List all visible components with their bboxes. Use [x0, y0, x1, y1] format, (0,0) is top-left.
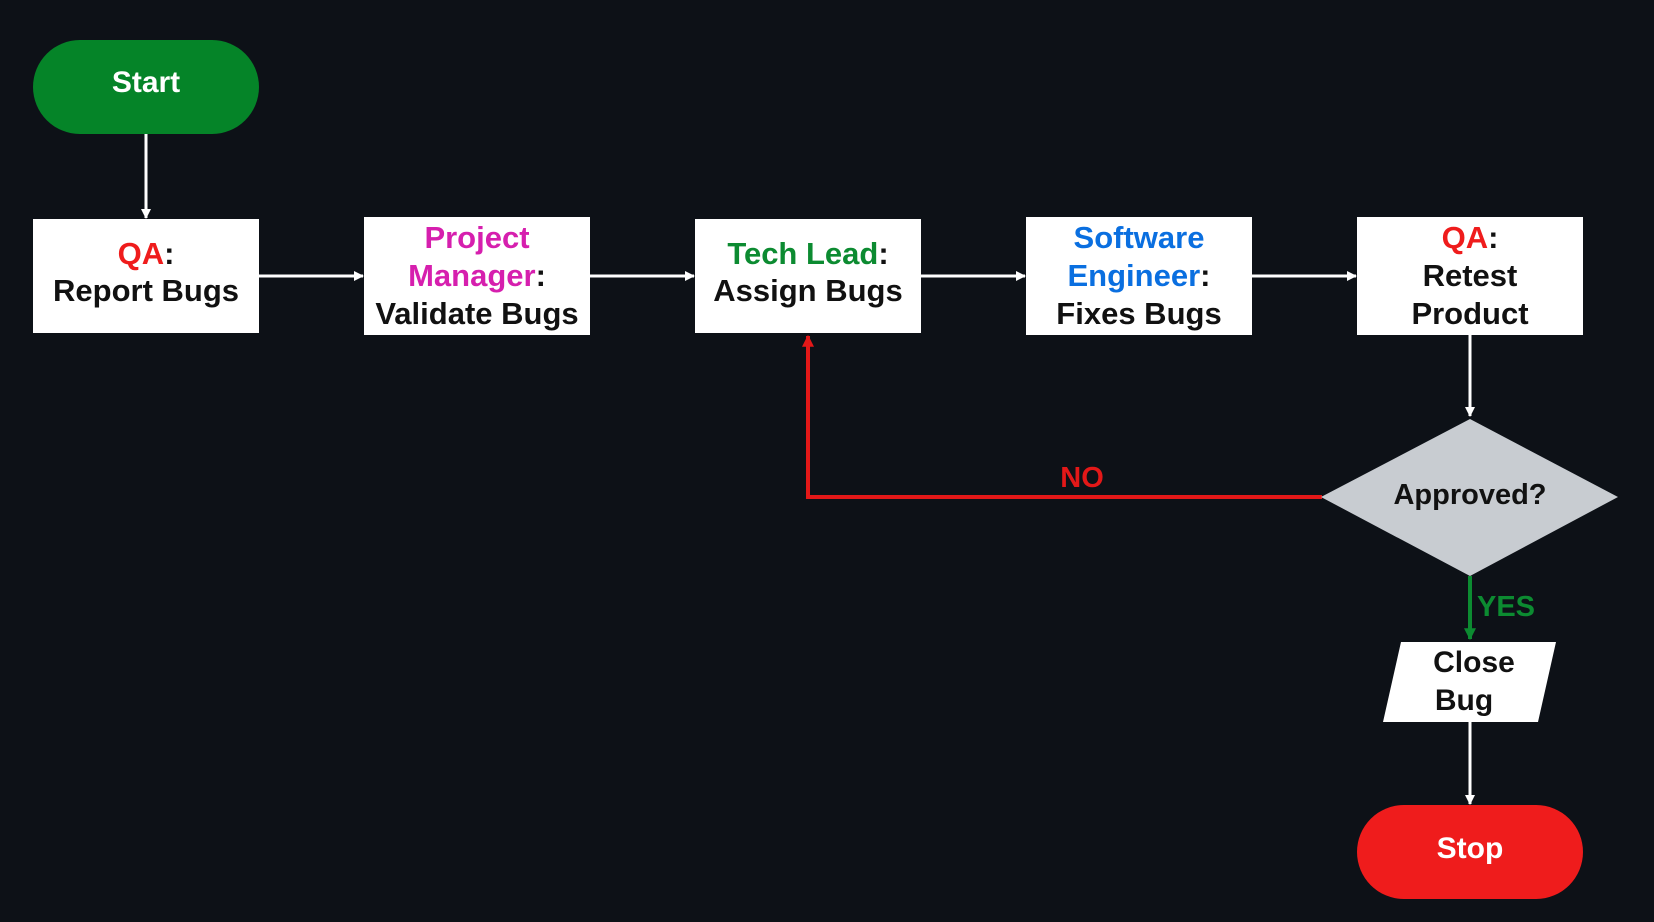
start-shape: [33, 40, 259, 134]
step-validate-sep: :: [536, 258, 546, 293]
yes-branch-label: YES: [1477, 591, 1535, 623]
close-bug-line-1: Close: [1433, 646, 1515, 679]
step-assign-sep: :: [878, 236, 888, 271]
stop-node: Stop: [1357, 805, 1583, 899]
step-assign-action: Assign Bugs: [713, 273, 902, 308]
arrow-no-to-assign: [802, 334, 1322, 499]
connectors: [141, 133, 1476, 805]
step-validate-role-1: Project: [424, 220, 529, 255]
step-assign-box: [695, 219, 921, 333]
step-assign-bugs: Tech Lead: Assign Bugs: [695, 219, 921, 333]
step-validate-role-line: Manager:: [408, 258, 546, 293]
step-fix-bugs: Software Engineer: Fixes Bugs: [1026, 217, 1252, 335]
start-label: Start: [112, 66, 180, 99]
step-report-role: QA: [118, 236, 165, 271]
stop-shape: [1357, 805, 1583, 899]
step-fix-box: [1026, 217, 1252, 335]
step-report-action: Report Bugs: [53, 273, 239, 308]
decision-diamond: [1321, 419, 1618, 576]
step-assign-role-line: Tech Lead:: [727, 236, 888, 271]
step-retest-product: QA: Retest Product: [1357, 217, 1583, 335]
step-fix-role-2: Engineer: [1068, 258, 1201, 293]
close-bug-line-2: Bug: [1435, 684, 1493, 717]
step-validate-role-2: Manager: [408, 258, 535, 293]
no-branch-label: NO: [1060, 462, 1104, 494]
step-retest-sep: :: [1488, 220, 1498, 255]
decision-label: Approved?: [1393, 479, 1546, 511]
step-validate-box: [364, 217, 590, 335]
step-validate-bugs: Project Manager: Validate Bugs: [364, 217, 590, 335]
step-assign-role: Tech Lead: [727, 236, 878, 271]
step-fix-sep: :: [1200, 258, 1210, 293]
step-report-bugs: QA: Report Bugs: [33, 219, 259, 333]
decision-approved: Approved?: [1321, 419, 1618, 576]
step-fix-action: Fixes Bugs: [1056, 296, 1221, 331]
step-retest-role-line: QA:: [1442, 220, 1499, 255]
step-fix-role-line: Engineer:: [1068, 258, 1211, 293]
step-retest-role: QA: [1442, 220, 1489, 255]
step-fix-role-1: Software: [1074, 220, 1205, 255]
step-retest-action-2: Product: [1411, 296, 1528, 331]
step-report-role-line: QA:: [118, 236, 175, 271]
start-node: Start: [33, 40, 259, 134]
step-report-sep: :: [164, 236, 174, 271]
step-retest-box: [1357, 217, 1583, 335]
step-retest-action-1: Retest: [1423, 258, 1518, 293]
close-bug-node: Close Bug: [1383, 642, 1556, 722]
stop-label: Stop: [1437, 832, 1504, 865]
step-validate-action: Validate Bugs: [375, 296, 578, 331]
close-bug-shape: [1383, 642, 1556, 722]
step-report-box: [33, 219, 259, 333]
